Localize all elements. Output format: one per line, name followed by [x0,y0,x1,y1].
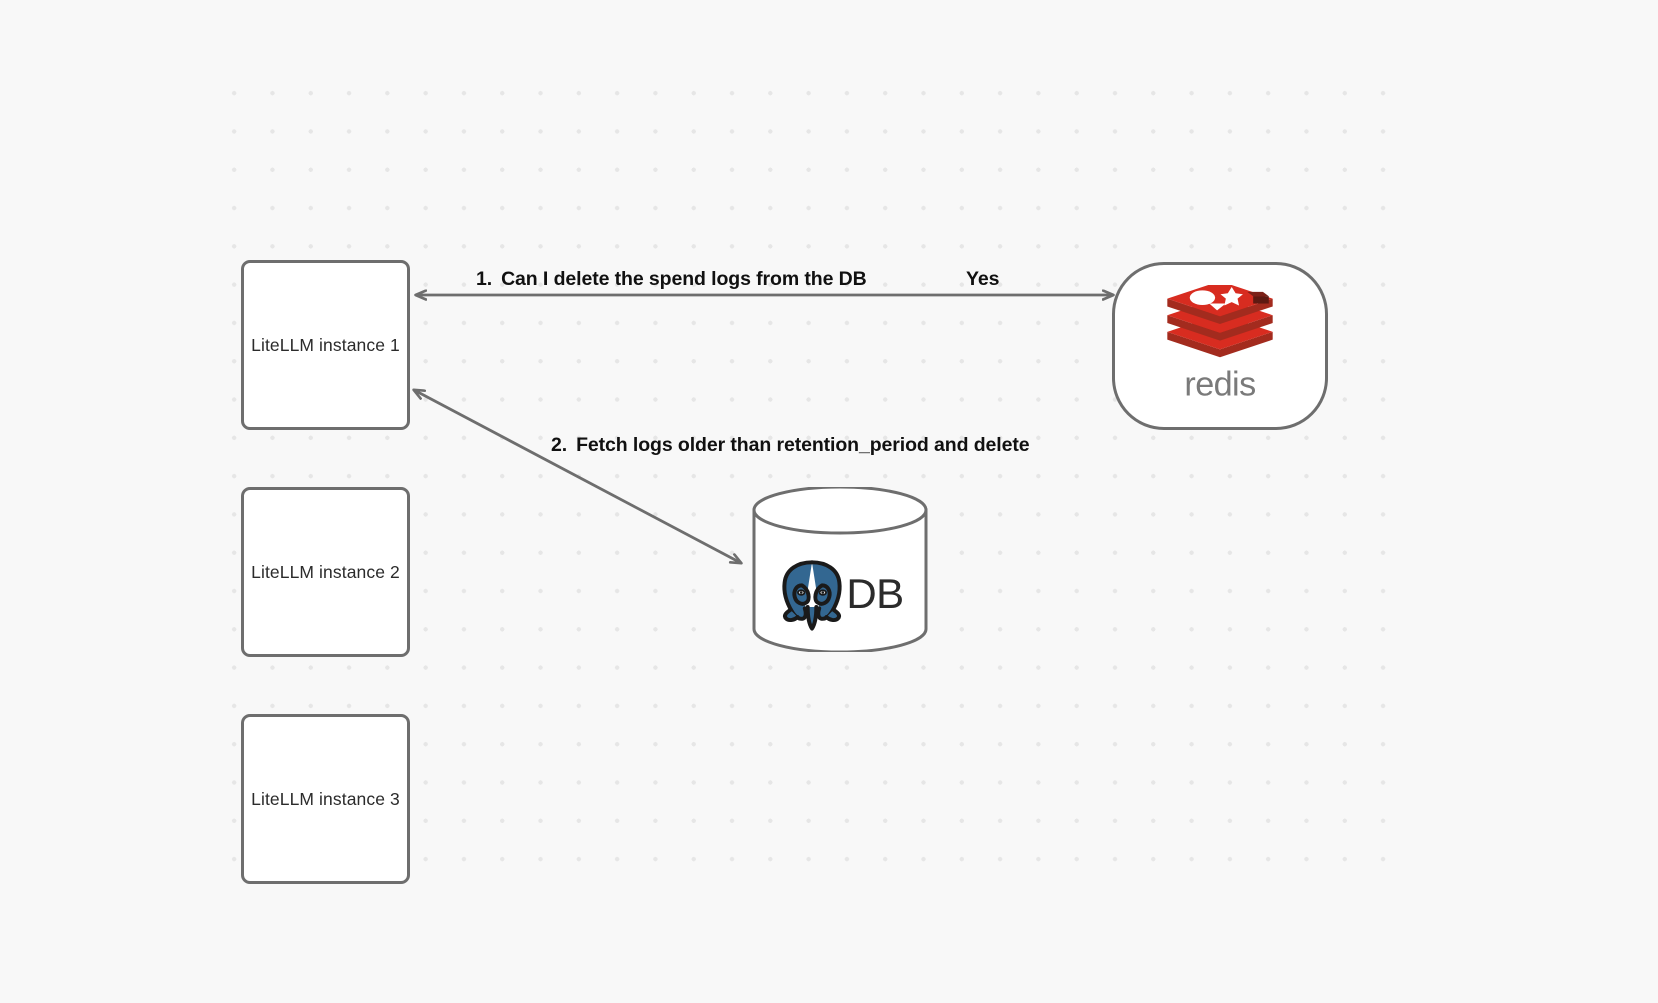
node-postgres-db[interactable]: DB [752,485,928,654]
edge-1-text: Can I delete the spend logs from the DB [501,268,867,290]
db-logo-row: DB [752,539,928,649]
edge-2-label: 2. Fetch logs older than retention_period… [551,434,1030,457]
edge-1-number: 1. [476,268,493,290]
node-litellm-instance-3[interactable]: LiteLLM instance 3 [241,714,410,884]
node-label: LiteLLM instance 3 [251,788,400,809]
svg-text:redis: redis [1184,365,1255,403]
edge-2-text: Fetch logs older than retention_period a… [576,434,1030,456]
node-redis[interactable]: redis [1112,262,1328,430]
node-label: LiteLLM instance 2 [251,561,400,582]
node-litellm-instance-1[interactable]: LiteLLM instance 1 [241,260,410,430]
db-label: DB [846,570,904,617]
node-label: LiteLLM instance 1 [251,334,400,355]
postgres-elephant-icon [782,560,842,631]
edge-litellm1-db[interactable] [414,390,741,563]
node-litellm-instance-2[interactable]: LiteLLM instance 2 [241,487,410,657]
redis-wordmark-icon: redis [1184,365,1256,403]
redis-logo-icon: redis [1161,285,1279,407]
arrow-head-icon [414,390,741,563]
redis-cube-icon [1167,285,1273,358]
edge-1-label: 1. Can I delete the spend logs from the D… [476,268,867,291]
edge-2-number: 2. [551,434,568,456]
edge-1-reply-label: Yes [966,268,1000,290]
